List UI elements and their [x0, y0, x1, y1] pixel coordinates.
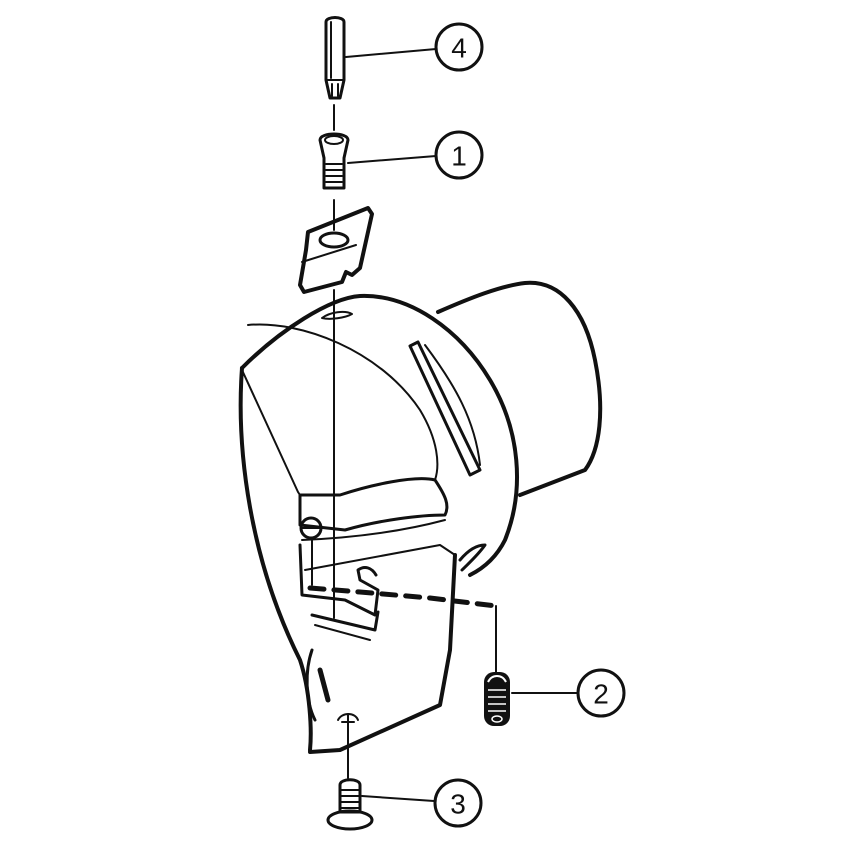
- assembly-axis: [311, 104, 349, 779]
- key-wrench-part: [324, 16, 346, 100]
- callout-4-label: 4: [451, 33, 467, 64]
- holder-shank: [436, 280, 603, 497]
- set-screw-path: [307, 585, 499, 673]
- leader-lines: [345, 48, 579, 802]
- callout-1-label: 1: [451, 141, 467, 172]
- callout-3-label: 3: [450, 789, 466, 820]
- callout-1: 1: [434, 130, 484, 180]
- callout-4: 4: [434, 22, 484, 72]
- set-screw-part: [484, 672, 510, 726]
- callout-2: 2: [576, 668, 626, 718]
- cutting-insert-part: [298, 206, 374, 294]
- clamp-screw-part: [318, 132, 350, 190]
- bottom-screw-part: [326, 778, 374, 831]
- tool-holder-body: [238, 293, 519, 754]
- callout-3: 3: [433, 778, 483, 828]
- callout-2-label: 2: [593, 679, 609, 710]
